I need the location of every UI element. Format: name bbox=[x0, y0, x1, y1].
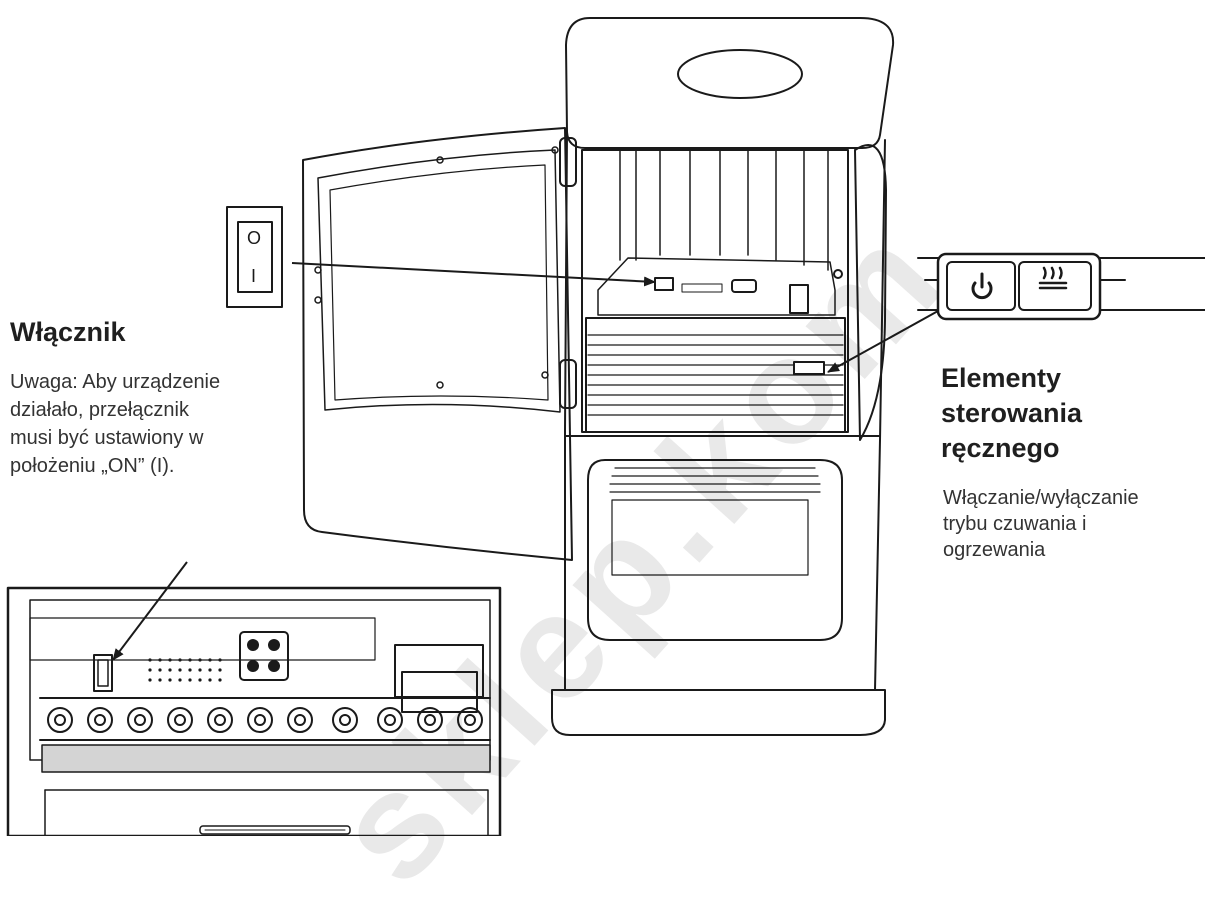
switch-rocker bbox=[237, 221, 273, 293]
inset-vent-dots bbox=[148, 658, 222, 682]
control-panel-detail bbox=[917, 252, 1205, 321]
stove-top-vent bbox=[677, 49, 803, 99]
right-callout-line: ogrzewania bbox=[943, 539, 1046, 561]
lower-opening bbox=[587, 459, 843, 641]
power-icon bbox=[971, 272, 993, 300]
inset-detail-panel bbox=[6, 586, 502, 836]
arrow-switch-to-insert bbox=[291, 262, 656, 287]
front-control-buttons bbox=[793, 361, 825, 375]
inset-drawer bbox=[44, 789, 489, 836]
right-callout-title-line: Elementy bbox=[941, 363, 1062, 393]
wall-switch-plate bbox=[226, 206, 283, 308]
stove-top-cap bbox=[565, 17, 895, 149]
switch-symbol-on: I bbox=[251, 266, 257, 286]
right-callout-title: Elementy sterowania ręcznego bbox=[941, 363, 1082, 464]
diagram: sklep.kom bbox=[6, 17, 1205, 914]
left-callout-line: działało, przełącznik bbox=[10, 399, 189, 421]
louvre-panel bbox=[585, 317, 846, 433]
switch-symbol-off: O bbox=[247, 228, 262, 248]
upper-compartment bbox=[581, 149, 849, 433]
arrow-to-inset-switch bbox=[112, 561, 188, 661]
arrow-panel-to-buttons bbox=[827, 310, 939, 373]
inset-socket-block bbox=[239, 631, 289, 681]
inset-knobs bbox=[47, 707, 483, 733]
right-callout-title-line: sterowania bbox=[941, 398, 1083, 428]
heat-icon bbox=[1038, 266, 1068, 290]
hinge-bottom bbox=[559, 359, 577, 409]
open-door bbox=[302, 127, 573, 561]
left-callout-line: położeniu „ON” (I). bbox=[10, 455, 175, 477]
door-screws bbox=[314, 146, 559, 389]
left-callout-title: Włącznik bbox=[10, 317, 126, 347]
right-callout-line: Włączanie/wyłączanie bbox=[943, 487, 1139, 509]
lower-louvres bbox=[609, 467, 821, 493]
right-callout-title-line: ręcznego bbox=[941, 433, 1060, 463]
stove-illustration bbox=[6, 17, 1205, 836]
left-callout-line: musi być ustawiony w bbox=[10, 427, 204, 449]
door-glass-frame bbox=[317, 149, 561, 413]
right-callout-text: Włączanie/wyłączanie trybu czuwania i og… bbox=[943, 486, 1139, 562]
insert-top bbox=[597, 257, 836, 316]
stove-base bbox=[551, 689, 886, 736]
hinge-top bbox=[559, 137, 577, 187]
back-ribs bbox=[619, 149, 829, 271]
left-callout-line: Uwaga: Aby urządzenie bbox=[10, 371, 221, 393]
left-callout-text: Uwaga: Aby urządzenie działało, przełącz… bbox=[10, 370, 220, 478]
right-callout-line: trybu czuwania i bbox=[943, 513, 1087, 535]
stove-side-panel bbox=[854, 144, 887, 441]
louvre-lines bbox=[587, 334, 844, 416]
inset-power-switch bbox=[93, 654, 113, 692]
stove-body bbox=[564, 131, 886, 691]
inset-socket-holes bbox=[247, 639, 280, 672]
